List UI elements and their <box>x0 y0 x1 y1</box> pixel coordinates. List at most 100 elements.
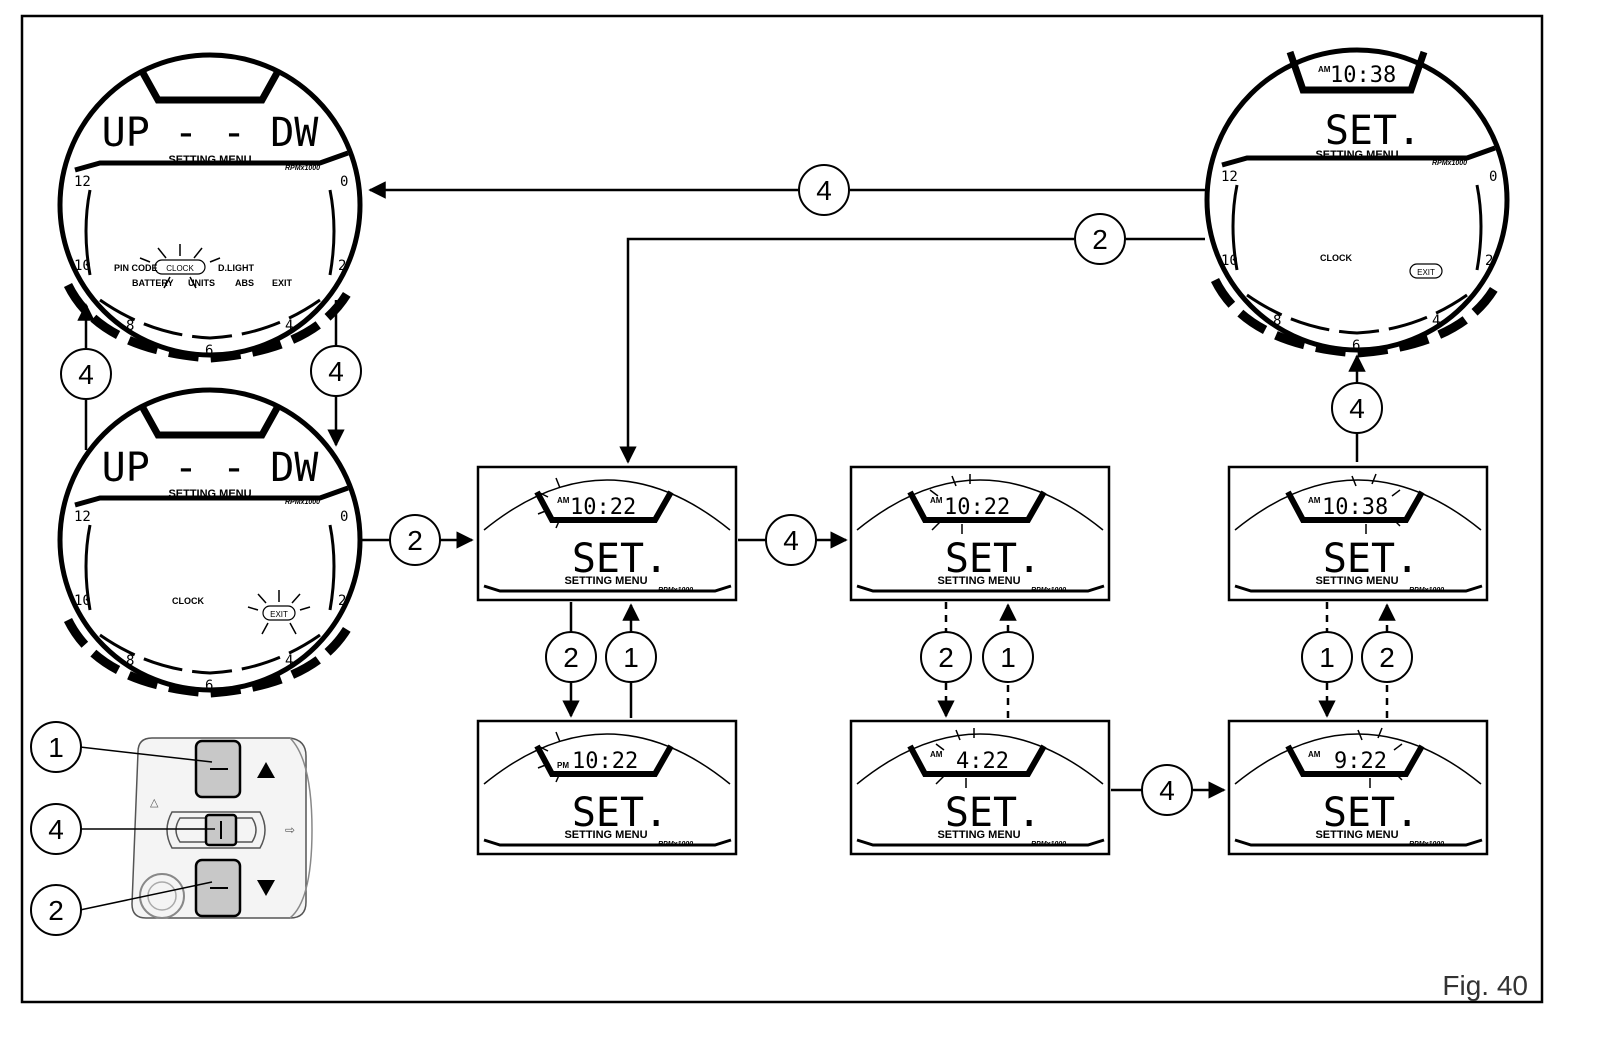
dial-setting-menu-clock-exit: UP - - DW SETTING MENU RPMx1000 12 0 10 … <box>57 387 363 698</box>
display-title-set: SET. <box>572 790 668 836</box>
display-title-set: SET. <box>945 790 1041 836</box>
setting-menu-label: SETTING MENU <box>564 575 647 587</box>
am-indicator: AM <box>557 496 570 505</box>
figure-label: Fig. 40 <box>1442 970 1528 1001</box>
blink-rays <box>1351 473 1401 534</box>
clock-value: 10:38 <box>1330 63 1396 88</box>
dial-number-4: 4 <box>1432 313 1440 329</box>
dial-number-2: 2 <box>338 593 346 609</box>
dial-number-6: 6 <box>205 343 213 359</box>
rpm-label: RPMx1000 <box>285 499 320 506</box>
setting-menu-label: SETTING MENU <box>168 154 251 166</box>
dial-number-6: 6 <box>205 678 213 694</box>
step-1-marker: 1 <box>1319 642 1335 673</box>
dial-number-10: 10 <box>74 258 91 274</box>
flow-connectors-dashed <box>937 602 1396 718</box>
am-indicator: AM <box>930 496 943 505</box>
callout-button-4: 4 <box>48 814 64 845</box>
menu-item-pin-code: PIN CODE <box>114 263 158 273</box>
menu-item-exit: EXIT <box>270 610 288 619</box>
flow-connectors <box>77 181 1366 799</box>
menu-item-exit: EXIT <box>272 278 293 288</box>
dial-number-0: 0 <box>1489 169 1497 185</box>
step-4-marker: 4 <box>816 175 832 206</box>
clock-value: 10:22 <box>572 749 638 774</box>
menu-item-exit: EXIT <box>1417 268 1435 277</box>
step-4-marker: 4 <box>328 356 344 387</box>
display-title-set: SET. <box>572 536 668 582</box>
step-2-marker: 2 <box>1379 642 1395 673</box>
dial-number-8: 8 <box>126 318 134 334</box>
dial-number-2: 2 <box>338 258 346 274</box>
arrow-right-icon: ⇨ <box>285 823 295 837</box>
clock-value: 4:22 <box>956 749 1009 774</box>
clock-value: 10:22 <box>944 495 1010 520</box>
display-set-minutes-38: AM 10:38 SET. SETTING MENU RPMx1000 <box>1227 465 1489 602</box>
dial-set-clock-exit: AM 10:38 SET. SETTING MENU RPMx1000 12 0… <box>1204 47 1510 358</box>
blink-rays <box>1357 727 1403 788</box>
dial-number-8: 8 <box>126 653 134 669</box>
dial-number-10: 10 <box>1221 253 1238 269</box>
display-title-set: SET. <box>945 536 1041 582</box>
handlebar-switch-illustration: ⇨ △ <box>79 737 313 919</box>
dial-number-4: 4 <box>285 653 293 669</box>
dial-number-6: 6 <box>1352 338 1360 354</box>
rpm-label: RPMx1000 <box>1432 160 1467 167</box>
am-indicator: AM <box>1318 65 1331 74</box>
display-set-minutes-22: AM 9:22 SET. SETTING MENU RPMx1000 <box>1227 719 1489 856</box>
setting-menu-label: SETTING MENU <box>937 575 1020 587</box>
dial-setting-menu-list: UP - - DW SETTING MENU RPMx1000 12 0 10 … <box>57 52 363 363</box>
am-indicator: AM <box>930 750 943 759</box>
am-indicator: AM <box>1308 496 1321 505</box>
dial-number-10: 10 <box>74 593 91 609</box>
clock-value: 9:22 <box>1334 749 1387 774</box>
step-2-marker: 2 <box>1092 224 1108 255</box>
clock-value: 10:22 <box>570 495 636 520</box>
display-set-hours-pm: PM 10:22 SET. SETTING MENU RPMx1000 <box>476 719 738 856</box>
step-markers: 4 2 4 4 2 4 2 1 2 1 4 1 2 4 <box>60 164 1413 816</box>
setting-menu-label: SETTING MENU <box>564 829 647 841</box>
display-set-hours-am: AM 10:22 SET. SETTING MENU RPMx1000 <box>476 465 738 602</box>
menu-item-clock: CLOCK <box>1320 253 1352 263</box>
figure-frame <box>20 14 1544 1004</box>
dial-number-4: 4 <box>285 318 293 334</box>
step-2-marker: 2 <box>938 642 954 673</box>
menu-item-abs: ABS <box>235 278 254 288</box>
blink-rays <box>929 474 971 534</box>
step-4-marker: 4 <box>78 359 94 390</box>
dial-number-0: 0 <box>340 174 348 190</box>
dial-number-12: 12 <box>1221 169 1238 185</box>
dial-number-0: 0 <box>340 509 348 525</box>
blink-rays-clock <box>139 244 221 289</box>
blink-rays <box>935 728 975 788</box>
step-2-marker: 2 <box>407 525 423 556</box>
blink-rays <box>537 477 561 529</box>
setting-menu-label: SETTING MENU <box>168 488 251 500</box>
arrow-down-icon <box>257 880 275 896</box>
menu-item-units: UNITS <box>188 278 215 288</box>
setting-menu-label: SETTING MENU <box>1315 575 1398 587</box>
dial-number-12: 12 <box>74 509 91 525</box>
rpm-label: RPMx1000 <box>285 165 320 172</box>
setting-menu-label: SETTING MENU <box>937 829 1020 841</box>
pm-indicator: PM <box>557 761 569 770</box>
setting-menu-label: SETTING MENU <box>1315 829 1398 841</box>
menu-item-clock: CLOCK <box>166 264 194 273</box>
menu-item-battery: BATTERY <box>132 278 174 288</box>
blink-rays-exit <box>247 590 311 635</box>
hazard-icon: △ <box>150 797 159 809</box>
display-set-hours-am-2: AM 10:22 SET. SETTING MENU RPMx1000 <box>849 465 1111 602</box>
dial-number-12: 12 <box>74 174 91 190</box>
step-4-marker: 4 <box>783 525 799 556</box>
step-4-marker: 4 <box>1159 775 1175 806</box>
arrow-up-icon <box>257 762 275 778</box>
setting-menu-label: SETTING MENU <box>1315 149 1398 161</box>
am-indicator: AM <box>1308 750 1321 759</box>
menu-item-dlight: D.LIGHT <box>218 263 254 273</box>
callout-button-2: 2 <box>48 895 64 926</box>
display-title-set: SET. <box>1323 536 1419 582</box>
display-title-set: SET. <box>1325 108 1421 154</box>
button-callouts: 1 4 2 <box>30 721 82 936</box>
blink-rays <box>537 731 561 783</box>
